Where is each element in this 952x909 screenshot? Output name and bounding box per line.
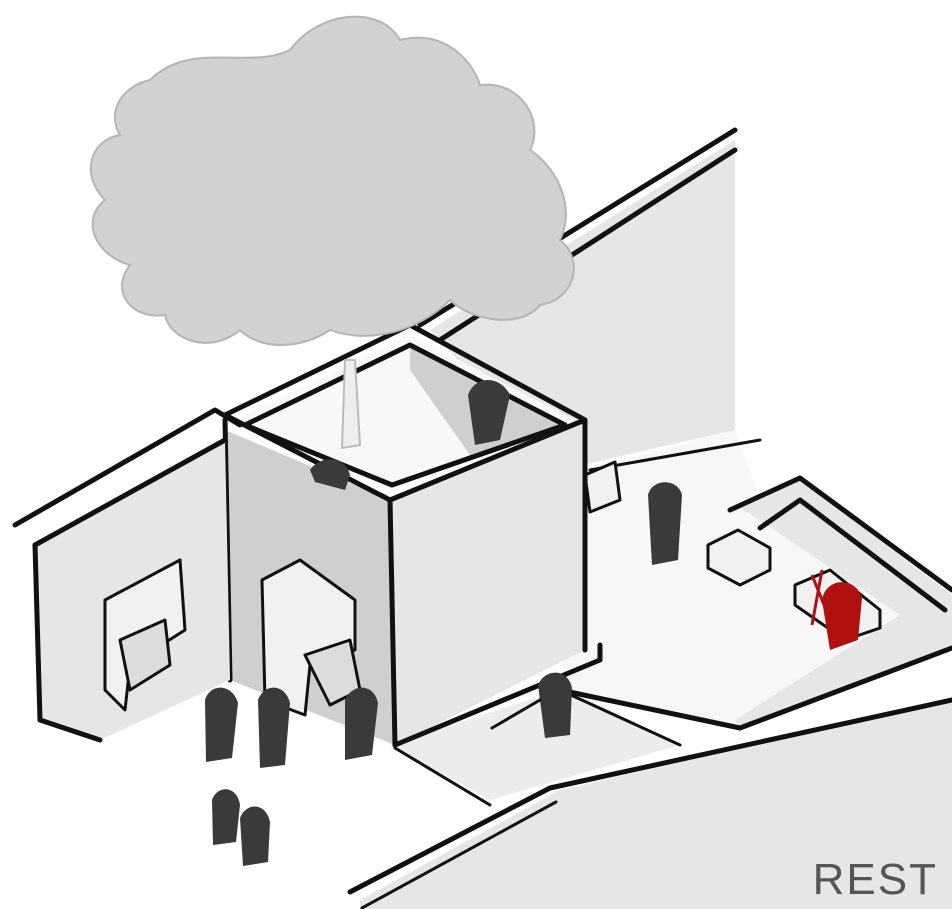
figure-courtyard [648, 482, 682, 565]
figure-group-4 [240, 806, 270, 866]
figure-group-1 [205, 688, 238, 762]
tree-canopy [91, 17, 574, 345]
figure-group-2 [258, 688, 290, 768]
figure-niche [345, 688, 378, 760]
figure-group-3 [212, 789, 240, 845]
caption-label: REST [813, 855, 938, 905]
